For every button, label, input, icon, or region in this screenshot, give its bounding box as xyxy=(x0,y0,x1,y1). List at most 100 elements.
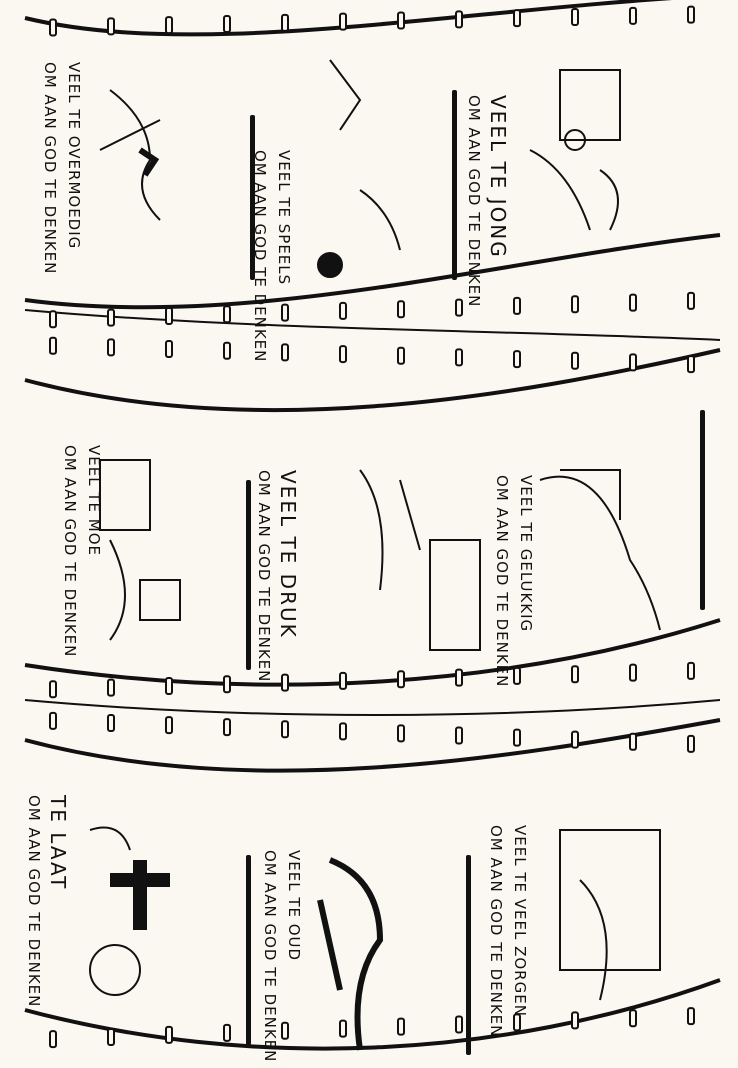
caption-line-1: VEEL TE MOE xyxy=(85,445,103,556)
sprocket-hole xyxy=(571,7,579,26)
caption-line-2: OM AAN GOD TE DENKEN xyxy=(261,850,279,1063)
band-2-top-edge xyxy=(24,348,721,413)
illustration-boys-playing xyxy=(317,59,401,278)
sprocket-hole xyxy=(629,663,637,682)
sprocket-hole xyxy=(281,303,289,322)
sprocket-hole xyxy=(165,1025,173,1044)
sprocket-hole xyxy=(281,1021,289,1040)
caption-line-1: VEEL TE JONG xyxy=(486,95,510,259)
strip-fold-1 xyxy=(24,309,721,341)
frame-caption-gelukkig: VEEL TE GELUKKIG OM AAN GOD TE DENKEN xyxy=(490,475,538,687)
sprocket-hole xyxy=(513,350,521,369)
illustration-skier xyxy=(99,89,161,221)
frame-divider xyxy=(246,480,251,670)
frame-caption-zorgen: VEEL TE VEEL ZORGEN OM AAN GOD TE DENKEN xyxy=(484,825,532,1037)
sprocket-hole xyxy=(687,355,695,374)
sprocket-hole xyxy=(571,730,579,749)
sprocket-hole xyxy=(397,1017,405,1036)
sprocket-hole xyxy=(339,671,347,690)
sprocket-hole xyxy=(339,12,347,31)
sprocket-hole xyxy=(455,298,463,317)
sprocket-hole xyxy=(281,673,289,692)
caption-line-2: OM AAN GOD TE DENKEN xyxy=(251,150,269,363)
band-1-bottom-edge xyxy=(24,233,721,310)
sprocket-hole xyxy=(107,1028,115,1047)
sprocket-hole xyxy=(339,722,347,741)
frame-caption-oud: VEEL TE OUD OM AAN GOD TE DENKEN xyxy=(258,850,306,1062)
frame-caption-jong: VEEL TE JONG OM AAN GOD TE DENKEN xyxy=(462,95,510,307)
band-3-bottom-edge xyxy=(24,978,721,1051)
frame-divider xyxy=(250,115,255,280)
caption-line-2: OM AAN GOD TE DENKEN xyxy=(41,62,59,275)
sprocket-hole xyxy=(571,1011,579,1030)
sprocket-hole xyxy=(223,305,231,324)
band-2-bottom-edge xyxy=(24,618,721,687)
sprocket-hole xyxy=(455,10,463,29)
frame-divider xyxy=(466,855,471,1055)
sprocket-hole xyxy=(455,726,463,745)
sprocket-hole xyxy=(687,734,695,753)
caption-line-2: OM AAN GOD TE DENKEN xyxy=(487,825,505,1038)
caption-line-1: VEEL TE SPEELS xyxy=(275,150,293,286)
sprocket-hole xyxy=(339,345,347,364)
sprocket-hole xyxy=(397,724,405,743)
sprocket-hole xyxy=(629,6,637,25)
sprocket-hole xyxy=(397,670,405,689)
band-3-top-edge xyxy=(24,718,721,773)
sprocket-hole xyxy=(339,1019,347,1038)
illustration-couple-bench xyxy=(539,469,661,631)
sprocket-hole xyxy=(223,1023,231,1042)
frame-divider xyxy=(246,855,251,1045)
sprocket-hole xyxy=(513,296,521,315)
sprocket-hole xyxy=(49,310,57,329)
sprocket-hole xyxy=(513,728,521,747)
sprocket-hole xyxy=(687,1007,695,1026)
illustration-old-man xyxy=(317,857,384,1051)
sprocket-hole xyxy=(281,13,289,32)
sprocket-hole xyxy=(687,661,695,680)
sprocket-hole xyxy=(629,1009,637,1028)
caption-line-2: OM AAN GOD TE DENKEN xyxy=(465,95,483,308)
illustration-tired-worker xyxy=(99,459,181,641)
frame-caption-moe: VEEL TE MOE OM AAN GOD TE DENKEN xyxy=(58,445,106,657)
sprocket-hole xyxy=(165,676,173,695)
illustration-young-man-cart xyxy=(529,69,621,231)
sprocket-hole xyxy=(107,308,115,327)
caption-line-2: OM AAN GOD TE DENKEN xyxy=(25,795,43,1008)
sprocket-hole xyxy=(513,1013,521,1032)
sprocket-hole xyxy=(571,351,579,370)
sprocket-hole xyxy=(455,668,463,687)
sprocket-hole xyxy=(687,5,695,24)
caption-line-1: VEEL TE OUD xyxy=(285,850,303,962)
illustration-worried-person xyxy=(559,829,661,1001)
frame-caption-te-laat: TE LAAT OM AAN GOD TE DENKEN xyxy=(22,795,70,1007)
sprocket-hole xyxy=(165,16,173,35)
frame-divider xyxy=(700,410,705,610)
sprocket-hole xyxy=(281,343,289,362)
sprocket-hole xyxy=(687,291,695,310)
sprocket-hole xyxy=(107,338,115,357)
caption-line-2: OM AAN GOD TE DENKEN xyxy=(255,470,273,683)
sprocket-hole xyxy=(513,9,521,28)
sprocket-hole xyxy=(397,300,405,319)
sprocket-hole xyxy=(629,732,637,751)
frame-caption-speels: VEEL TE SPEELS OM AAN GOD TE DENKEN xyxy=(248,150,296,362)
sprocket-hole xyxy=(223,675,231,694)
sprocket-hole xyxy=(165,340,173,359)
strip-fold-2 xyxy=(24,699,721,716)
sprocket-hole xyxy=(49,711,57,730)
sprocket-hole xyxy=(397,346,405,365)
caption-line-1: TE LAAT xyxy=(46,795,70,891)
sprocket-hole xyxy=(571,295,579,314)
sprocket-hole xyxy=(165,716,173,735)
sprocket-hole xyxy=(107,17,115,36)
caption-line-1: VEEL TE OVERMOEDIG xyxy=(65,62,83,250)
sprocket-hole xyxy=(629,353,637,372)
caption-line-1: VEEL TE VEEL ZORGEN xyxy=(511,825,529,1017)
sprocket-hole xyxy=(223,341,231,360)
sprocket-hole xyxy=(397,11,405,30)
caption-line-2: OM AAN GOD TE DENKEN xyxy=(61,445,79,658)
caption-line-1: VEEL TE GELUKKIG xyxy=(517,475,535,633)
frame-divider xyxy=(452,90,457,280)
